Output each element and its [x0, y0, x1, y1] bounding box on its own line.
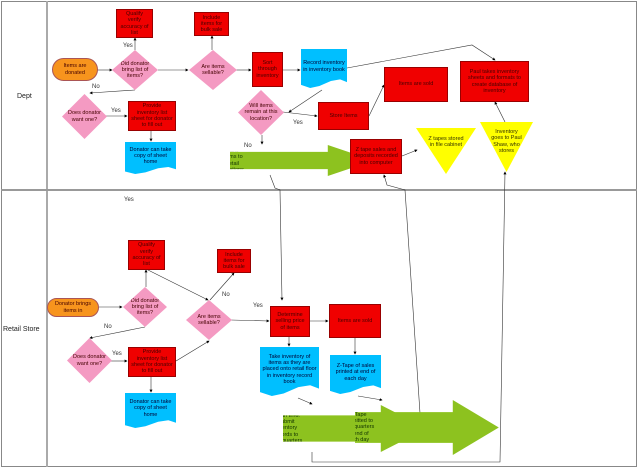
document-ztape-printed[interactable]: Z-Tape of sales printed at end of each d…: [330, 355, 381, 394]
lane-label-dept: Dept: [17, 93, 32, 100]
document-copy-home-retail[interactable]: Donator can take copy of sheet home: [125, 393, 176, 428]
lane-label-divider: [46, 1, 48, 467]
process-provide-sheet[interactable]: Provide inventory list sheet for donator…: [128, 101, 176, 131]
label-yes: Yes: [112, 351, 122, 357]
label-no: No: [244, 143, 252, 149]
start-donator-brings-items[interactable]: Donator brings items in: [47, 298, 99, 317]
process-paul-takes[interactable]: Paul takes inventory sheets and formats …: [460, 61, 529, 102]
start-items-donated[interactable]: Items are donated: [52, 58, 98, 81]
label-yes: Yes: [293, 120, 303, 126]
process-items-sold-retail[interactable]: Items are sold: [329, 304, 381, 338]
label-yes: Yes: [123, 43, 133, 49]
process-determine-price[interactable]: Determine selling price of items: [270, 306, 310, 337]
label-yes: Yes: [111, 108, 121, 114]
label-no: No: [92, 84, 100, 90]
label-no: No: [104, 324, 112, 330]
label-no: No: [222, 292, 230, 298]
process-qualify-verify[interactable]: Qualify verify accuracy of list: [116, 9, 153, 38]
lane-label-retail: Retail Store: [3, 326, 40, 333]
swimlane-divider: [1, 189, 637, 191]
process-sort-inventory[interactable]: Sort through inventory: [252, 52, 283, 87]
process-ztape-recorded[interactable]: Z tape sales and deposits recorded into …: [350, 139, 402, 174]
process-include-bulk[interactable]: Include items for bulk sale: [194, 12, 229, 36]
label-yes: Yes: [253, 303, 263, 309]
process-provide-sheet-retail[interactable]: Provide inventory list sheet for donator…: [128, 347, 176, 377]
process-include-bulk-retail[interactable]: Include items for bulk sale: [217, 249, 251, 273]
process-qualify-verify-retail[interactable]: Qualify verify accuracy of list: [128, 240, 165, 270]
process-store-items[interactable]: Store Items: [318, 102, 369, 130]
document-record-inventory[interactable]: Record inventory in inventory book: [301, 49, 347, 88]
process-items-sold[interactable]: Items are sold: [384, 67, 448, 102]
process-ztape-recorded-text: Z tape sales and deposits recorded into …: [354, 147, 398, 166]
label-yes: Yes: [124, 197, 134, 203]
